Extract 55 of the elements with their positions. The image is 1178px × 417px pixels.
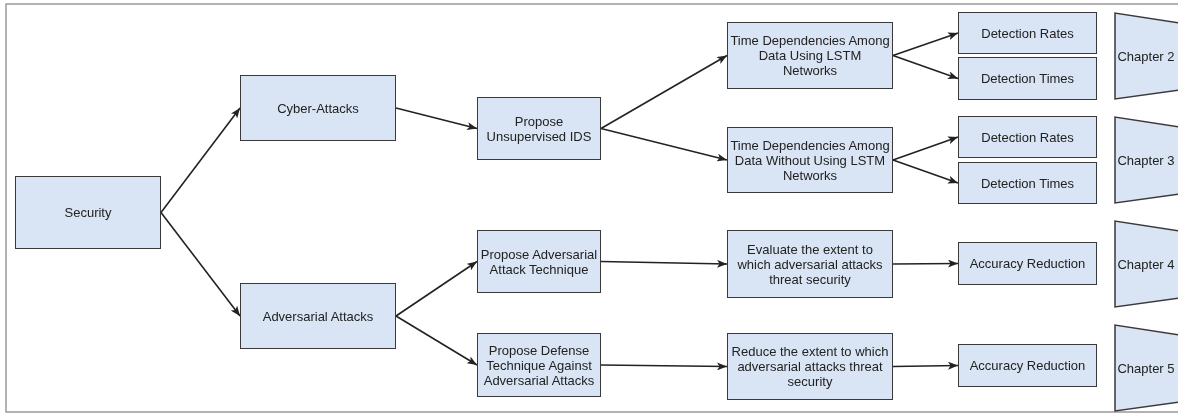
arrow bbox=[160, 107, 241, 214]
node-label: Detection Times bbox=[979, 71, 1076, 86]
chapter-trapezoid bbox=[1114, 324, 1178, 412]
node-label: Chapter 3 bbox=[1116, 152, 1176, 168]
node-label: Chapter 2 bbox=[1116, 48, 1176, 64]
node-label: Detection Rates bbox=[980, 25, 1075, 41]
node-label: Chapter 5 bbox=[1116, 360, 1176, 376]
arrow bbox=[892, 136, 959, 161]
node-label: Accuracy Reduction bbox=[968, 358, 1087, 373]
node-label: Propose Unsupervised IDS bbox=[485, 113, 593, 144]
process-box bbox=[958, 57, 1097, 100]
process-box bbox=[240, 283, 396, 349]
node-label: Adversarial Attacks bbox=[261, 308, 375, 324]
node-label: Security bbox=[63, 205, 113, 220]
arrow bbox=[892, 54, 959, 80]
arrow bbox=[395, 260, 478, 317]
arrow bbox=[600, 54, 728, 130]
arrow bbox=[600, 259, 728, 268]
node-label: Evaluate the extent to which adversarial attacks threat security bbox=[736, 241, 884, 287]
process-box bbox=[727, 22, 893, 89]
process-box bbox=[958, 162, 1097, 204]
node-label: Propose Defense Technique Against Adversarial Attacks bbox=[482, 342, 596, 388]
process-box bbox=[477, 333, 601, 397]
node-label: Time Dependencies Among Data Using LSTM Networks bbox=[729, 33, 891, 78]
arrow bbox=[892, 259, 959, 268]
arrow bbox=[892, 32, 959, 57]
node-label: Time Dependencies Among Data Without Using LSTM Networks bbox=[729, 137, 891, 183]
process-box bbox=[477, 230, 601, 293]
node-label: Reduce the extent to which adversarial attacks threat security bbox=[730, 344, 890, 389]
process-box bbox=[727, 333, 893, 400]
process-box bbox=[727, 127, 893, 193]
arrow bbox=[395, 315, 478, 366]
arrow bbox=[160, 211, 241, 317]
arrow bbox=[892, 361, 959, 370]
arrow bbox=[395, 107, 478, 130]
process-box bbox=[240, 75, 396, 141]
process-box bbox=[15, 176, 161, 249]
arrow bbox=[600, 362, 728, 371]
arrow bbox=[892, 159, 959, 184]
process-box bbox=[958, 242, 1097, 285]
arrow bbox=[600, 127, 728, 162]
process-box bbox=[958, 12, 1097, 54]
chapter-trapezoid bbox=[1114, 12, 1178, 100]
chapter-trapezoid bbox=[1114, 116, 1178, 204]
chapter-trapezoid bbox=[1114, 220, 1178, 308]
process-box bbox=[958, 116, 1097, 158]
node-label: Accuracy Reduction bbox=[968, 256, 1087, 271]
node-label: Propose Adversarial Attack Technique bbox=[479, 246, 599, 277]
process-box bbox=[958, 344, 1097, 387]
node-label: Chapter 4 bbox=[1116, 256, 1176, 272]
process-box bbox=[477, 97, 601, 160]
node-label: Detection Rates bbox=[980, 129, 1075, 145]
node-label: Cyber-Attacks bbox=[276, 100, 360, 116]
node-label: Detection Times bbox=[979, 175, 1076, 191]
process-box bbox=[727, 230, 893, 298]
